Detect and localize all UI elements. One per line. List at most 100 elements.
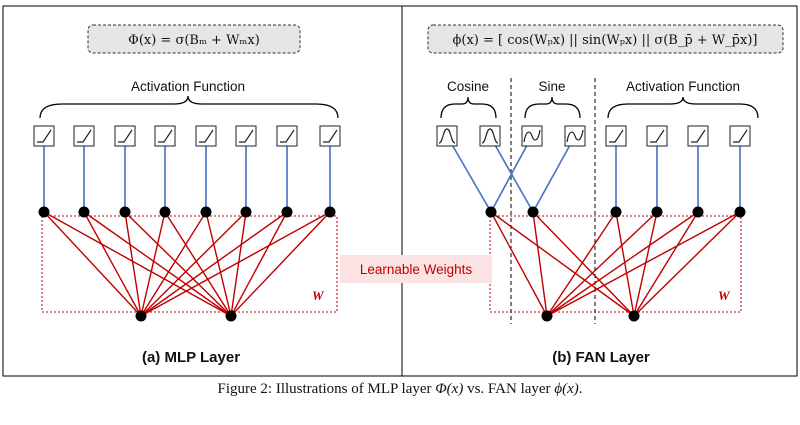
fan-formula-box (427, 24, 784, 54)
figure-canvas: Φ(x) = σ(Bₘ + Wₘx) ϕ(x) = [ cos(Wₚx) || … (2, 5, 798, 377)
fan-weight-edge (615, 211, 635, 317)
sine-label: Sine (538, 79, 565, 94)
mlp-hidden-node (281, 206, 293, 218)
fan-w-label: W (718, 288, 731, 303)
mlp-panel-title: (a) MLP Layer (142, 349, 240, 366)
fan-weight-edge (532, 211, 635, 317)
fan-weight-edge (633, 211, 658, 317)
caption-fan-symbol: ϕ(x) (554, 381, 579, 397)
mlp-weight-edge (43, 211, 232, 317)
sin-curve-icon (566, 129, 584, 143)
fan-input-node (541, 310, 553, 322)
relu-curve-icon (323, 129, 338, 143)
fan-formula: ϕ(x) = [ cos(Wₚx) || sin(Wₚx) || σ(B_p̄ … (453, 33, 758, 48)
fan-activation-label: Activation Function (626, 79, 740, 94)
cosine-label: Cosine (447, 79, 489, 94)
mlp-weight-region (41, 215, 338, 313)
fan-hidden-node (734, 206, 746, 218)
relu-activation-box (646, 125, 668, 147)
relu-activation-box (114, 125, 136, 147)
relu-activation-box (276, 125, 298, 147)
relu-curve-icon (609, 129, 624, 143)
mlp-weight-edge (140, 211, 166, 317)
mlp-input-node (135, 310, 147, 322)
fan-hidden-node (485, 206, 497, 218)
mlp-formula-box (87, 24, 301, 54)
relu-curve-icon (733, 129, 748, 143)
relu-curve-icon (158, 129, 173, 143)
mlp-activation-label: Activation Function (131, 79, 245, 94)
fan-weight-edge (633, 211, 741, 317)
relu-activation-box (605, 125, 627, 147)
mlp-hidden-node (240, 206, 252, 218)
fan-weight-edge (546, 211, 617, 317)
relu-curve-icon (691, 129, 706, 143)
mlp-hidden-node (159, 206, 171, 218)
learnable-weights-label: Learnable Weights (360, 262, 473, 277)
relu-activation-box (73, 125, 95, 147)
caption-mlp-symbol: Φ(x) (435, 381, 464, 397)
fan-weight-edge (490, 211, 635, 317)
mlp-weight-edge (124, 211, 232, 317)
relu-curve-icon (77, 129, 92, 143)
mlp-hidden-node (78, 206, 90, 218)
mlp-weight-edge (205, 211, 232, 317)
caption-prefix: Figure 2: Illustrations of MLP layer (217, 381, 436, 397)
fan-hidden-node (527, 206, 539, 218)
mlp-weight-edge (140, 211, 288, 317)
sin-curve-icon (523, 129, 541, 143)
mlp-hidden-node (324, 206, 336, 218)
relu-activation-box (319, 125, 341, 147)
fan-weight-edge (633, 211, 699, 317)
mlp-formula: Φ(x) = σ(Bₘ + Wₘx) (128, 33, 260, 48)
mlp-weight-edge (83, 211, 142, 317)
cosine-brace (440, 96, 497, 119)
mlp-weight-edge (83, 211, 232, 317)
mlp-weight-edge (230, 211, 247, 317)
mlp-hidden-node (200, 206, 212, 218)
sin-activation-edge (532, 135, 576, 213)
relu-activation-box (687, 125, 709, 147)
fan-weight-edge (532, 211, 548, 317)
caption-suffix: . (578, 381, 583, 397)
mlp-weight-edge (164, 211, 232, 317)
fan-weight-edge (546, 211, 658, 317)
mlp-hidden-node (38, 206, 50, 218)
fan-panel-frame (401, 5, 798, 377)
fan-weight-edge (546, 211, 699, 317)
mlp-w-label: W (312, 288, 325, 303)
relu-curve-icon (280, 129, 295, 143)
mlp-weight-edge (124, 211, 142, 317)
relu-curve-icon (239, 129, 254, 143)
mlp-weight-edge (230, 211, 288, 317)
mlp-weight-edge (43, 211, 142, 317)
relu-activation-box (154, 125, 176, 147)
relu-curve-icon (118, 129, 133, 143)
cos-activation-box (436, 125, 458, 147)
fan-hidden-node (610, 206, 622, 218)
cos-curve-icon (438, 128, 456, 144)
relu-curve-icon (37, 129, 52, 143)
fan-hidden-node (692, 206, 704, 218)
cos-curve-icon (481, 128, 499, 144)
relu-curve-icon (650, 129, 665, 143)
mlp-weight-edge (140, 211, 207, 317)
mlp-input-node (225, 310, 237, 322)
learnable-weights-tag (340, 255, 492, 283)
mlp-weight-edge (140, 211, 247, 317)
mlp-brace (39, 95, 339, 119)
fan-input-node (628, 310, 640, 322)
mlp-panel-frame (2, 5, 403, 377)
fan-hidden-node (651, 206, 663, 218)
relu-activation-box (235, 125, 257, 147)
fan-weight-edge (546, 211, 741, 317)
cos-activation-edge (446, 135, 492, 213)
figure-caption: Figure 2: Illustrations of MLP layer Φ(x… (0, 381, 800, 398)
relu-activation-box (33, 125, 55, 147)
relu-activation-box (729, 125, 751, 147)
sine-brace (524, 96, 581, 119)
sin-activation-edge (490, 135, 533, 213)
relu-activation-box (195, 125, 217, 147)
cos-activation-box (479, 125, 501, 147)
caption-middle: vs. FAN layer (463, 381, 555, 397)
